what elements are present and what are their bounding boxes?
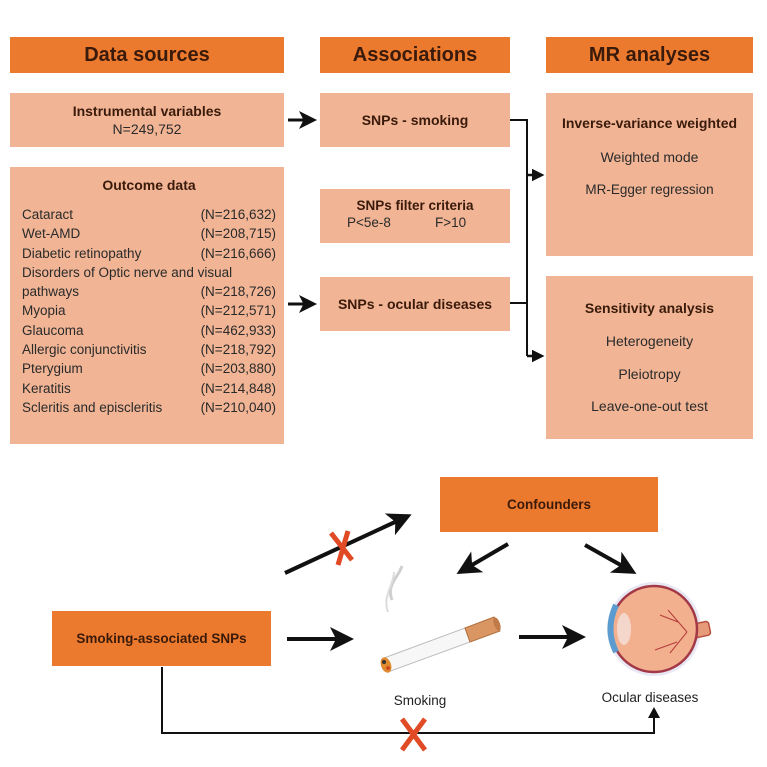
- outcome-item: pathways (N=218,726): [22, 282, 276, 301]
- outcome-item-name: Pterygium: [22, 361, 83, 377]
- outcome-item: Pterygium (N=203,880): [22, 359, 276, 378]
- header-mr-analyses-label: MR analyses: [588, 43, 711, 66]
- outcome-item-name: Keratitis: [22, 380, 71, 396]
- snps-smoking-label: SNPs - smoking: [361, 112, 469, 128]
- header-mr-analyses: MR analyses: [546, 37, 753, 73]
- confounders-label: Confounders: [507, 497, 591, 512]
- outcome-item-n: (N=212,571): [200, 303, 276, 319]
- sensitivity-title: Sensitivity analysis: [584, 300, 715, 316]
- instrumental-variables-n: N=249,752: [112, 121, 182, 137]
- outcome-item-n: (N=210,040): [200, 399, 276, 415]
- outcome-item: Wet-AMD (N=208,715): [22, 224, 276, 243]
- outcome-item-n: (N=216,666): [200, 245, 276, 261]
- outcome-item-n: (N=203,880): [200, 361, 276, 377]
- snps-filter-box: SNPs filter criteria P<5e-8 F>10: [320, 189, 510, 243]
- header-associations-label: Associations: [352, 43, 478, 66]
- sensitivity-leave-one-out: Leave-one-out test: [591, 398, 708, 414]
- smoking-label: Smoking: [393, 693, 447, 708]
- snps-filter-title: SNPs filter criteria: [356, 198, 474, 213]
- arrow-confounders-to-ocular: [584, 543, 637, 574]
- cross-icon-direct-path: [399, 717, 428, 752]
- outcome-item-n: (N=216,632): [200, 207, 276, 222]
- eye-icon: [607, 582, 712, 676]
- outcome-data-box: Outcome data Cataract (N=216,632) Wet-AMD (…: [10, 167, 284, 444]
- cross-icon-confounder-path: [329, 530, 354, 566]
- outcome-data-title: Outcome data: [102, 177, 196, 193]
- mr-weighted-mode: Weighted mode: [600, 149, 699, 165]
- confounders-box: Confounders: [440, 477, 658, 532]
- outcome-item-name: Cataract: [22, 207, 74, 222]
- arrow-confounders-to-smoking: [456, 542, 510, 575]
- outcome-item-name: Diabetic retinopathy: [22, 245, 142, 261]
- smoking-snps-box: Smoking-associated SNPs: [52, 611, 271, 666]
- outcome-item-name: Allergic conjunctivitis: [22, 342, 147, 358]
- outcome-item: Glaucoma (N=462,933): [22, 321, 276, 340]
- snps-ocular-label: SNPs - ocular diseases: [337, 296, 493, 312]
- arrow-head-ocular-direct: [648, 707, 660, 718]
- outcome-item: Myopia (N=212,571): [22, 301, 276, 320]
- bracket-connector: [510, 119, 545, 363]
- outcome-item-n: (N=462,933): [200, 322, 276, 338]
- arrow-snps-to-ocular-direct: [161, 667, 655, 734]
- outcome-item: Scleritis and episcleritis (N=210,040): [22, 398, 276, 417]
- instrumental-variables-title: Instrumental variables: [72, 103, 222, 119]
- outcome-list: Cataract (N=216,632) Wet-AMD (N=208,715) Dia…: [22, 205, 276, 417]
- cigarette-icon: [380, 565, 501, 673]
- outcome-item-n: (N=208,715): [200, 226, 276, 242]
- header-data-sources: Data sources: [10, 37, 284, 73]
- mr-methods-box: Inverse-variance weighted Weighted mode …: [546, 93, 753, 256]
- outcome-item-name: Disorders of Optic nerve and visual: [22, 264, 233, 280]
- outcome-item-n: (N=218,792): [200, 342, 276, 358]
- outcome-item: Cataract (N=216,632): [22, 205, 276, 224]
- sensitivity-box: Sensitivity analysis Heterogeneity Pleio…: [546, 276, 753, 439]
- outcome-item: Keratitis (N=214,848): [22, 379, 276, 398]
- outcome-item-name: Wet-AMD: [22, 226, 81, 242]
- outcome-item: Diabetic retinopathy (N=216,666): [22, 244, 276, 263]
- snps-smoking-box: SNPs - smoking: [320, 93, 510, 147]
- ocular-diseases-label: Ocular diseases: [601, 690, 699, 705]
- mr-ivw: Inverse-variance weighted: [561, 115, 738, 131]
- header-associations: Associations: [320, 37, 510, 73]
- outcome-item-name: Scleritis and episcleritis: [22, 399, 163, 415]
- mr-egger: MR-Egger regression: [585, 182, 714, 197]
- filter-p-value: P<5e-8: [347, 215, 391, 230]
- filter-f-stat: F>10: [435, 215, 467, 230]
- snps-ocular-box: SNPs - ocular diseases: [320, 277, 510, 331]
- outcome-item-name: Myopia: [22, 303, 66, 319]
- outcome-item: Allergic conjunctivitis (N=218,792): [22, 340, 276, 359]
- smoking-snps-label: Smoking-associated SNPs: [76, 631, 247, 646]
- sensitivity-heterogeneity: Heterogeneity: [605, 333, 694, 349]
- header-data-sources-label: Data sources: [84, 43, 210, 66]
- outcome-item-name: pathways: [22, 284, 80, 300]
- outcome-item-name: Glaucoma: [22, 322, 84, 338]
- outcome-item-n: (N=214,848): [200, 380, 276, 396]
- sensitivity-pleiotropy: Pleiotropy: [618, 366, 681, 382]
- outcome-item-n: (N=218,726): [200, 284, 276, 300]
- instrumental-variables-box: Instrumental variables N=249,752: [10, 93, 284, 147]
- outcome-item: Disorders of Optic nerve and visual: [22, 263, 276, 282]
